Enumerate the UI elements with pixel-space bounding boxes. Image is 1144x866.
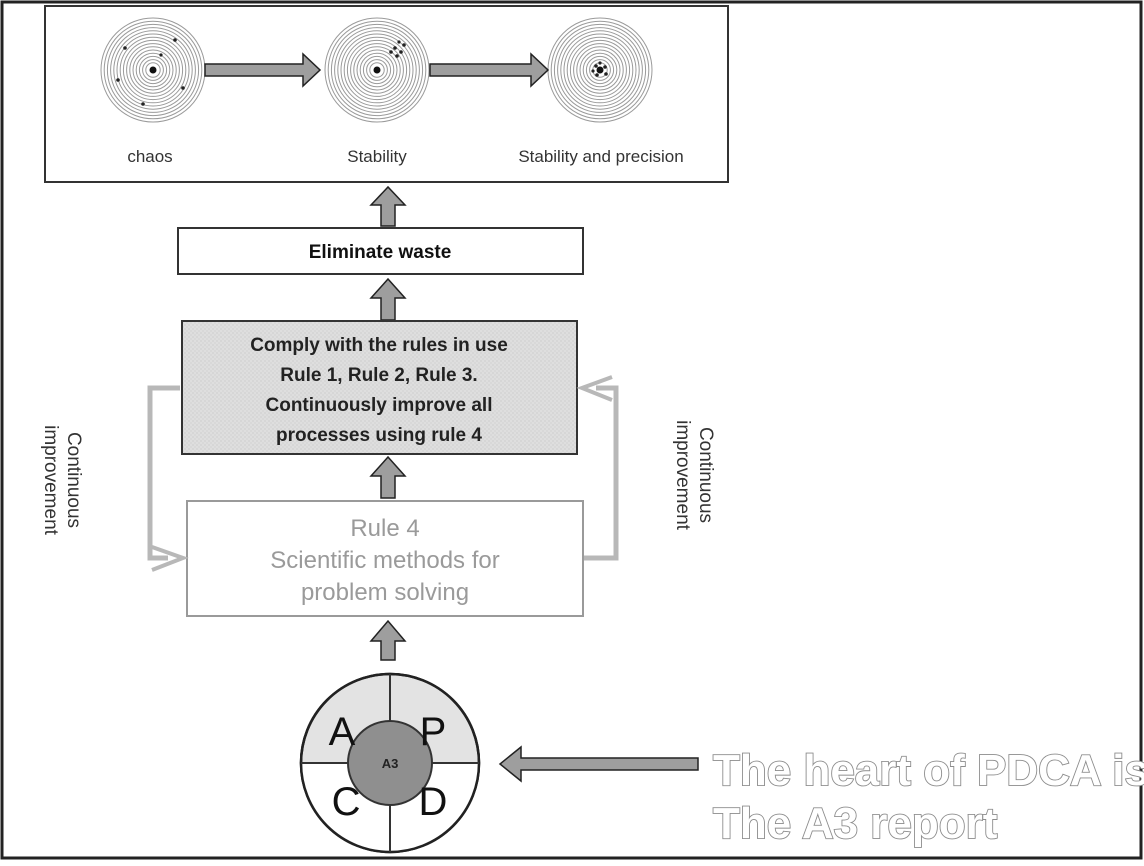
target-ring: [582, 52, 618, 88]
target-ring: [116, 33, 190, 107]
target-ring: [327, 20, 427, 120]
rule4-box: [186, 500, 584, 617]
target-ring: [353, 46, 401, 94]
comply-line-2: Rule 1, Rule 2, Rule 3.: [280, 365, 477, 386]
left-improvement-loop: [147, 385, 189, 572]
stage-label-stability: Stability: [347, 147, 407, 166]
arrow-up-to-rule4: [369, 619, 407, 661]
arrow-up-to-stages: [369, 185, 407, 227]
target-ring: [573, 43, 627, 97]
right-loop-label: Continuous improvement: [672, 420, 716, 531]
right-loop-label-line1: Continuous: [695, 427, 716, 523]
left-loop-label-line2: improvement: [40, 425, 61, 536]
a3-center: [347, 720, 433, 806]
target-ring: [340, 33, 414, 107]
target-ring: [106, 23, 200, 117]
target-ring: [362, 55, 392, 85]
arrow-stability-to-precision: [429, 52, 550, 88]
target-ring: [145, 62, 161, 78]
target-ring: [103, 20, 203, 120]
target-chaos: [100, 17, 206, 123]
stage-label-chaos: chaos: [127, 147, 172, 166]
target-ring: [129, 46, 177, 94]
rule4-line-3: problem solving: [301, 579, 469, 606]
target-stability: [324, 17, 430, 123]
stage-label-stability-precision: Stability and precision: [518, 147, 683, 166]
target-ring: [138, 55, 168, 85]
eliminate-waste-box: [177, 227, 584, 275]
target-ring: [113, 30, 193, 110]
comply-rules-box: [181, 320, 578, 455]
left-loop-label-line1: Continuous: [63, 432, 84, 528]
target-ring: [560, 30, 640, 110]
target-ring: [356, 49, 398, 91]
target-ring: [557, 27, 643, 113]
target-ring: [122, 39, 184, 101]
pdca-center-label: A3: [382, 756, 399, 771]
target-ring: [343, 36, 411, 104]
target-ring: [126, 43, 180, 97]
target-stability-precision: [547, 17, 653, 123]
target-ring: [110, 27, 196, 113]
target-ring: [585, 55, 615, 85]
right-loop-label-line2: improvement: [672, 420, 693, 531]
target-ring: [550, 20, 650, 120]
arrow-up-to-comply: [369, 455, 407, 499]
comply-line-3: Continuously improve all: [266, 395, 493, 416]
pdca-wheel: A P C D A3: [299, 672, 481, 854]
target-ring: [566, 36, 634, 104]
target-ring: [369, 62, 385, 78]
target-ring: [553, 23, 647, 117]
arrow-up-to-eliminate: [369, 277, 407, 321]
target-ring: [563, 33, 637, 107]
pdca-letter-c: C: [332, 780, 361, 824]
target-ring: [346, 39, 408, 101]
left-loop-label: Continuous improvement: [40, 425, 84, 536]
target-stages-panel: chaos Stability Stability and precision: [44, 5, 729, 183]
caption-line-1: The heart of PDCA is: [713, 746, 1144, 795]
target-ring: [576, 46, 624, 94]
target-ring: [119, 36, 187, 104]
arrow-to-pdca: [498, 745, 699, 783]
target-ring: [132, 49, 174, 91]
rule4-line-1: Rule 4: [350, 515, 419, 542]
target-ring: [359, 52, 395, 88]
target-ring: [569, 39, 631, 101]
target-ring: [366, 59, 388, 81]
target-ring: [337, 30, 417, 110]
target-ring: [334, 27, 420, 113]
right-improvement-loop: [576, 375, 619, 561]
target-ring: [330, 23, 424, 117]
pdca-letter-d: D: [419, 780, 448, 824]
eliminate-waste-label: Eliminate waste: [309, 242, 452, 263]
target-ring: [589, 59, 611, 81]
comply-line-4: processes using rule 4: [276, 425, 482, 446]
target-ring: [579, 49, 621, 91]
target-ring: [350, 43, 404, 97]
arrow-chaos-to-stability: [204, 52, 322, 88]
target-ring: [324, 17, 430, 123]
rule4-line-2: Scientific methods for: [270, 547, 499, 574]
target-ring: [135, 52, 171, 88]
comply-line-1: Comply with the rules in use: [250, 335, 508, 356]
pdca-letter-a: A: [329, 710, 356, 754]
caption-line-2: The A3 report: [713, 799, 998, 848]
pdca-letter-p: P: [420, 710, 447, 754]
target-ring: [142, 59, 164, 81]
